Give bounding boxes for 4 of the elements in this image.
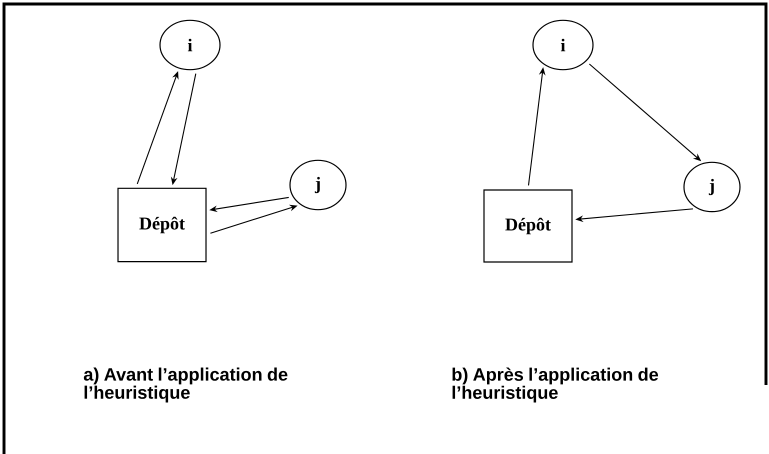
depot-box: Dépôt [483,189,573,263]
caption: b) Après l’application de l’heuristique [452,367,658,403]
caption: a) Avant l’application de l’heuristique [84,368,288,402]
depot-box: Dépôt [117,188,207,262]
